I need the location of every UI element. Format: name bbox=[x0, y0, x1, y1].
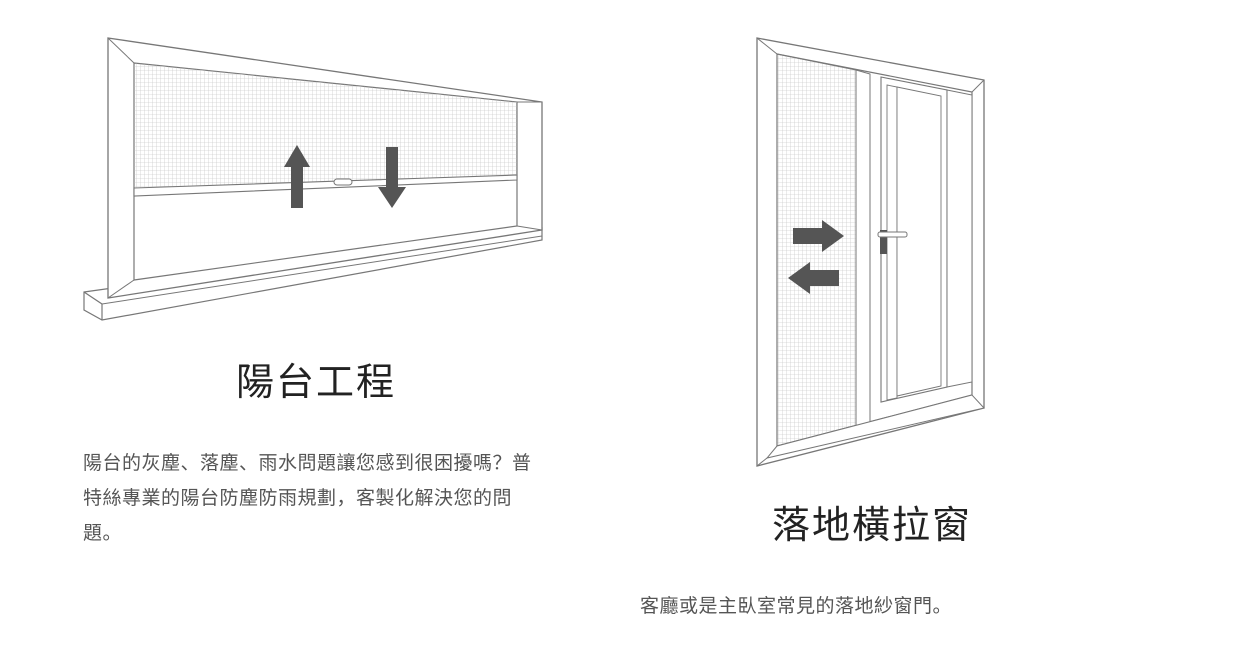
balcony-screen-window-icon bbox=[83, 37, 543, 321]
sliding-screen-door-icon bbox=[756, 37, 985, 467]
card-title-balcony: 陽台工程 bbox=[236, 360, 397, 404]
card-description-sliding-door: 客廳或是主臥室常見的落地紗窗門。 bbox=[640, 595, 953, 617]
card-description-balcony: 陽台的灰塵、落塵、雨水問題讓您感到很困擾嗎？普特絲專業的陽台防塵防雨規劃，客製化… bbox=[83, 452, 532, 544]
card-title-sliding-door: 落地橫拉窗 bbox=[772, 503, 973, 547]
